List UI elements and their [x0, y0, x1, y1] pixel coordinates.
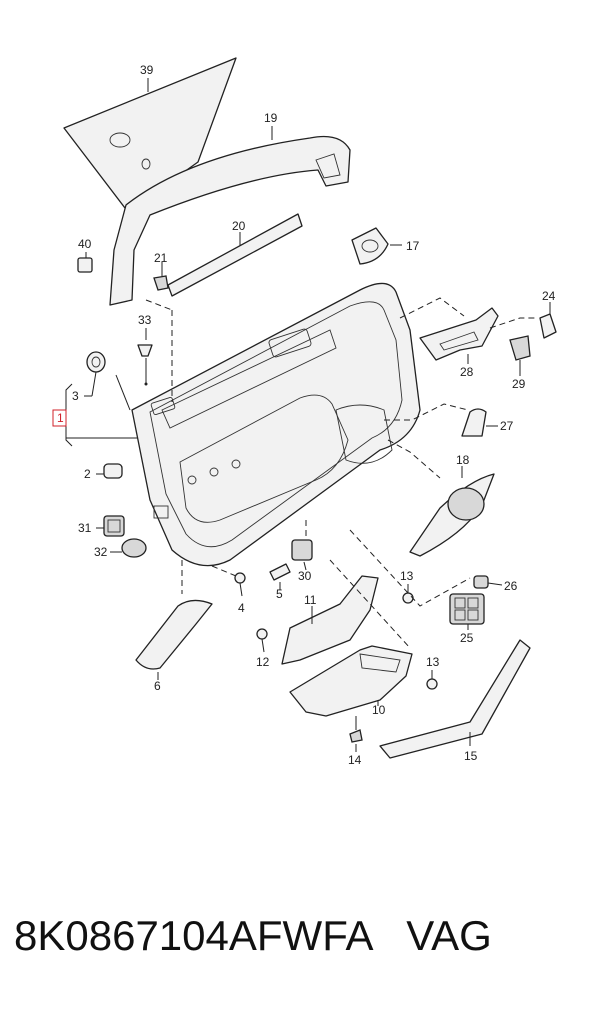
door-trim-panel [131, 282, 421, 567]
callout-13b: 13 [426, 655, 440, 669]
part-17-tweeter-cover [351, 227, 402, 265]
part-2-plug [96, 463, 123, 479]
callout-11: 11 [304, 593, 317, 607]
part-14-clip [349, 716, 363, 752]
callout-19: 19 [264, 111, 278, 125]
part-28-door-handle [419, 307, 499, 364]
callout-24: 24 [542, 289, 556, 303]
callout-31: 31 [78, 521, 92, 535]
callout-18: 18 [456, 453, 470, 467]
callout-26: 26 [504, 579, 518, 593]
callout-39: 39 [140, 63, 154, 77]
part-20-trim-strip [167, 213, 303, 297]
part-33-clip [137, 328, 153, 386]
part-26-cap [473, 575, 503, 589]
part-10-armrest [289, 645, 413, 717]
callout-25: 25 [460, 631, 474, 645]
callout-30: 30 [298, 569, 312, 583]
part-number: 8K0867104AFWFA [14, 912, 372, 959]
part-3-grommet [84, 351, 106, 397]
callout-21: 21 [154, 251, 168, 265]
part-25-window-switch [449, 593, 485, 630]
callout-28: 28 [460, 365, 474, 379]
callout-10: 10 [372, 703, 386, 717]
part-29-handle-bezel [509, 335, 531, 376]
callout-15: 15 [464, 749, 478, 763]
part-13-screw-lower [426, 670, 438, 690]
callout-labels: 39 19 20 40 21 17 24 33 28 29 3 1 27 18 … [57, 63, 556, 767]
part-31-switch [96, 515, 125, 537]
part-19-window-strip [109, 126, 351, 306]
part-4-screw [211, 565, 246, 597]
callout-32: 32 [94, 545, 108, 559]
callout-6: 6 [154, 679, 161, 693]
brand-name: VAG [406, 912, 492, 959]
part-13-screw-upper [402, 584, 414, 604]
part-24-cap [539, 302, 557, 339]
callout-29: 29 [512, 377, 526, 391]
part-18-speaker-grille [409, 466, 495, 557]
door-trim-exploded-diagram: 39 19 20 40 21 17 24 33 28 29 3 1 27 18 … [52, 57, 557, 767]
callout-20: 20 [232, 219, 246, 233]
part-30-sensor [291, 520, 313, 571]
assembly-lines [145, 297, 536, 649]
part-15-trim-strip [379, 639, 531, 759]
part-27-lock-button [461, 408, 498, 437]
part-12-screw [256, 628, 268, 653]
callout-27: 27 [500, 419, 514, 433]
part-11-handle-trim [281, 575, 379, 665]
part-39-panel [63, 57, 237, 213]
part-number-footer: 8K0867104AFWFA VAG [14, 912, 594, 972]
callout-3: 3 [72, 389, 79, 403]
callout-17: 17 [406, 239, 420, 253]
callout-1: 1 [57, 411, 64, 425]
callout-40: 40 [78, 237, 92, 251]
callout-13a: 13 [400, 569, 414, 583]
callout-4: 4 [238, 601, 245, 615]
part-40-cap [77, 252, 93, 273]
callout-33: 33 [138, 313, 152, 327]
callout-1-highlight-box [52, 409, 67, 427]
callout-5: 5 [276, 587, 283, 601]
part-32-switch [110, 538, 147, 558]
part-5-clip [269, 563, 291, 590]
part-21-clip [153, 262, 169, 291]
part-6-armrest-cover [135, 599, 213, 680]
part-1-bracket [65, 374, 138, 447]
callout-12: 12 [256, 655, 270, 669]
callout-2: 2 [84, 467, 91, 481]
callout-14: 14 [348, 753, 362, 767]
